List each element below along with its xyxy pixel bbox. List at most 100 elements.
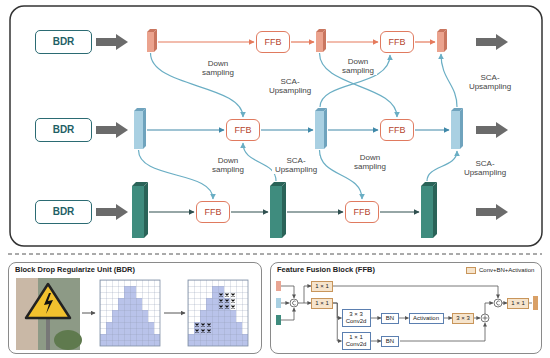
sign-pole bbox=[46, 316, 50, 350]
grid-border bbox=[188, 280, 248, 346]
flow-arrow bbox=[327, 41, 378, 42]
feature-map bbox=[323, 29, 326, 52]
node-label: 1 × 1 Conv2d bbox=[345, 334, 368, 348]
panel: Block Drop Regularize Unit (BDR) bbox=[8, 262, 262, 354]
scale-label: Down sampling bbox=[209, 156, 247, 174]
node-label: 3 × 3 bbox=[455, 315, 471, 322]
output-map bbox=[533, 296, 538, 310]
node-label: 3 × 3 Conv2d bbox=[345, 311, 368, 325]
divider bbox=[8, 254, 542, 255]
add-symbol bbox=[481, 314, 489, 322]
node-label: 1 × 1 bbox=[314, 300, 330, 307]
connector bbox=[371, 341, 382, 342]
legend-text: Conv+BN+Activation bbox=[479, 266, 534, 274]
feature-map bbox=[132, 182, 148, 186]
wire bbox=[529, 303, 532, 304]
feature-map bbox=[282, 182, 286, 238]
node-label: 1 × 1 bbox=[510, 300, 526, 307]
downsample-arrow bbox=[320, 53, 398, 117]
feature-map bbox=[444, 29, 447, 52]
downsample-arrow bbox=[139, 150, 214, 199]
layer-box: BN bbox=[381, 336, 399, 347]
detail-wires bbox=[281, 286, 532, 341]
node-label: FFB bbox=[259, 37, 287, 48]
thick-arrows bbox=[96, 34, 508, 220]
flow-arrow bbox=[415, 41, 435, 42]
scale-label: SCA-Upsampling bbox=[466, 73, 514, 91]
grid-ground bbox=[100, 280, 160, 346]
feature-map bbox=[437, 29, 447, 32]
wire bbox=[400, 323, 485, 341]
layer-box: BN bbox=[381, 313, 399, 324]
input-map bbox=[276, 298, 281, 308]
feature-map bbox=[143, 108, 146, 149]
scale-label: Down sampling bbox=[351, 153, 389, 171]
wire bbox=[281, 308, 294, 320]
wire bbox=[298, 303, 311, 304]
bdr-box: BDR bbox=[35, 118, 92, 142]
layer-box: 3 × 3 Conv2d bbox=[342, 309, 371, 327]
panel: Feature Fusion Block (FFB)1 × 11 × 13 × … bbox=[270, 262, 542, 354]
node-label: 1 × 1 bbox=[314, 283, 330, 290]
upsample-arrow bbox=[320, 55, 390, 107]
upsample-arrow bbox=[427, 151, 457, 181]
feature-map bbox=[154, 29, 157, 52]
feature-map bbox=[421, 182, 437, 186]
connector bbox=[444, 318, 453, 319]
photo-bush bbox=[54, 330, 82, 350]
node-label: BDR bbox=[38, 206, 89, 218]
layer-box: Activation bbox=[409, 313, 444, 324]
step-arrow bbox=[164, 313, 185, 314]
add-symbol bbox=[483, 316, 488, 321]
flow-arrow bbox=[415, 129, 449, 130]
bdr-box: BDR bbox=[35, 200, 92, 224]
connector bbox=[399, 318, 409, 319]
input-map bbox=[276, 281, 281, 291]
dropped-grid bbox=[188, 280, 248, 346]
flow-arrow bbox=[261, 129, 313, 130]
feature-map bbox=[316, 32, 323, 52]
flow-arrow bbox=[380, 211, 419, 212]
feature-map bbox=[451, 108, 463, 111]
flow-arrow bbox=[149, 211, 194, 212]
node-label: Activation bbox=[412, 315, 441, 322]
legend-swatch bbox=[466, 267, 476, 274]
dropped-block bbox=[218, 292, 236, 310]
flow-arrow bbox=[158, 41, 254, 42]
scale-label: SCA-Upsampling bbox=[266, 77, 314, 95]
input-map bbox=[276, 315, 281, 325]
thick-arrow bbox=[476, 34, 508, 50]
downsample-arrow bbox=[151, 53, 244, 117]
ffb-box: FFB bbox=[380, 119, 414, 141]
conv-box: 3 × 3 bbox=[452, 313, 474, 324]
ffb-box: FFB bbox=[256, 31, 290, 53]
sign-photo bbox=[16, 278, 82, 350]
grid-ground bbox=[188, 280, 248, 346]
bdr-box: BDR bbox=[35, 30, 92, 54]
flow-arrow bbox=[287, 211, 343, 212]
node-label: FFB bbox=[383, 125, 411, 136]
feature-maps bbox=[132, 29, 463, 238]
feature-map bbox=[421, 186, 433, 238]
upsample-arrow bbox=[441, 54, 457, 107]
thick-arrow bbox=[96, 34, 128, 50]
concat-symbol bbox=[293, 301, 296, 305]
node-label: FFB bbox=[348, 207, 376, 218]
scale-arrows bbox=[139, 53, 458, 199]
feature-map bbox=[270, 182, 286, 186]
thick-arrow bbox=[476, 204, 508, 220]
wire bbox=[485, 303, 493, 314]
node-label: BDR bbox=[38, 36, 89, 48]
node-label: FFB bbox=[229, 125, 257, 136]
wire bbox=[281, 303, 289, 304]
panel-title: Block Drop Regularize Unit (BDR) bbox=[15, 265, 255, 274]
scale-label: SCA-Upsampling bbox=[461, 159, 509, 177]
feature-map bbox=[437, 32, 444, 52]
wire bbox=[281, 286, 294, 298]
conv-box: 1 × 1 bbox=[311, 281, 333, 292]
network-frame bbox=[10, 6, 542, 246]
feature-map bbox=[147, 29, 157, 32]
ffb-detail bbox=[276, 281, 538, 341]
mask-grid bbox=[100, 280, 160, 346]
connector bbox=[371, 318, 382, 319]
